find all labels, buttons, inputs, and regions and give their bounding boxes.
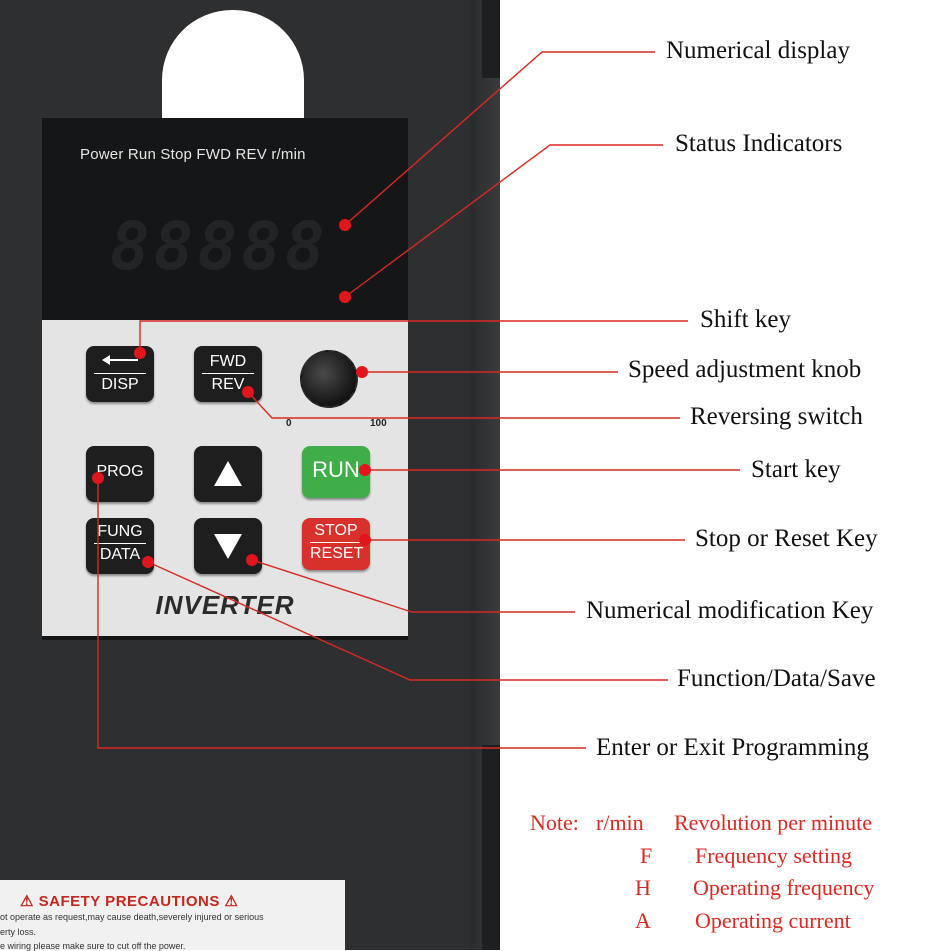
function-data-key[interactable]: FUNG DATA — [86, 518, 154, 574]
reset-label: RESET — [310, 542, 363, 562]
stop-label: STOP — [314, 522, 358, 539]
note-meaning: Revolution per minute — [674, 810, 872, 835]
callout-start-key: Start key — [751, 456, 841, 483]
fung-label: FUNG — [97, 523, 143, 540]
callout-reversing-switch: Reversing switch — [690, 403, 863, 430]
rev-label: REV — [202, 373, 254, 393]
safety-text-line: e wiring please make sure to cut off the… — [0, 941, 186, 951]
down-key[interactable] — [194, 518, 262, 574]
up-triangle-icon — [214, 461, 242, 486]
prog-key[interactable]: PROG — [86, 446, 154, 502]
run-key[interactable]: RUN — [302, 446, 370, 498]
left-arrow-icon — [86, 354, 154, 370]
safety-title: ⚠ SAFETY PRECAUTIONS ⚠ — [20, 893, 239, 910]
callout-numerical-display: Numerical display — [666, 37, 850, 64]
callout-shift-key: Shift key — [700, 306, 791, 333]
note-meaning: Frequency setting — [695, 843, 853, 868]
brand-label: INVERTER — [155, 590, 295, 620]
knob-min-label: 0 — [286, 418, 292, 429]
knob-max-label: 100 — [370, 418, 387, 429]
callout-function-data: Function/Data/Save — [677, 665, 876, 692]
prog-label: PROG — [96, 463, 144, 480]
safety-text-line: ot operate as request,may cause death,se… — [0, 912, 264, 922]
note-symbol: r/min — [596, 810, 644, 835]
stop-reset-key[interactable]: STOP RESET — [302, 518, 370, 570]
side-notch-bottom — [482, 745, 500, 950]
callout-stop-reset: Stop or Reset Key — [695, 525, 878, 552]
note-symbol: H — [635, 875, 651, 900]
note-symbol: A — [635, 908, 651, 933]
callout-status-indicators: Status Indicators — [675, 130, 843, 157]
callout-enter-exit: Enter or Exit Programming — [596, 734, 869, 761]
status-indicator-labels: Power Run Stop FWD REV r/min — [80, 146, 306, 163]
callout-speed-knob: Speed adjustment knob — [628, 356, 862, 383]
safety-sticker — [0, 880, 345, 950]
side-notch-top — [482, 0, 500, 78]
fwd-label: FWD — [209, 353, 247, 370]
mounting-slot — [162, 10, 304, 122]
numerical-display: 88888 — [110, 208, 329, 285]
safety-text-line: erty loss. — [0, 927, 37, 937]
note-meaning: Operating frequency — [693, 875, 875, 900]
reversing-switch-key[interactable]: FWD REV — [194, 346, 262, 402]
data-label: DATA — [94, 543, 146, 563]
note-symbol: F — [640, 843, 653, 868]
run-label: RUN — [312, 457, 360, 482]
disp-label: DISP — [94, 373, 146, 393]
speed-adjustment-knob[interactable] — [300, 350, 358, 408]
up-key[interactable] — [194, 446, 262, 502]
shift-key[interactable]: DISP — [86, 346, 154, 402]
callout-numerical-mod: Numerical modification Key — [586, 597, 874, 624]
note-meaning: Operating current — [695, 908, 851, 933]
note-prefix: Note: — [530, 810, 579, 835]
down-triangle-icon — [214, 534, 242, 559]
